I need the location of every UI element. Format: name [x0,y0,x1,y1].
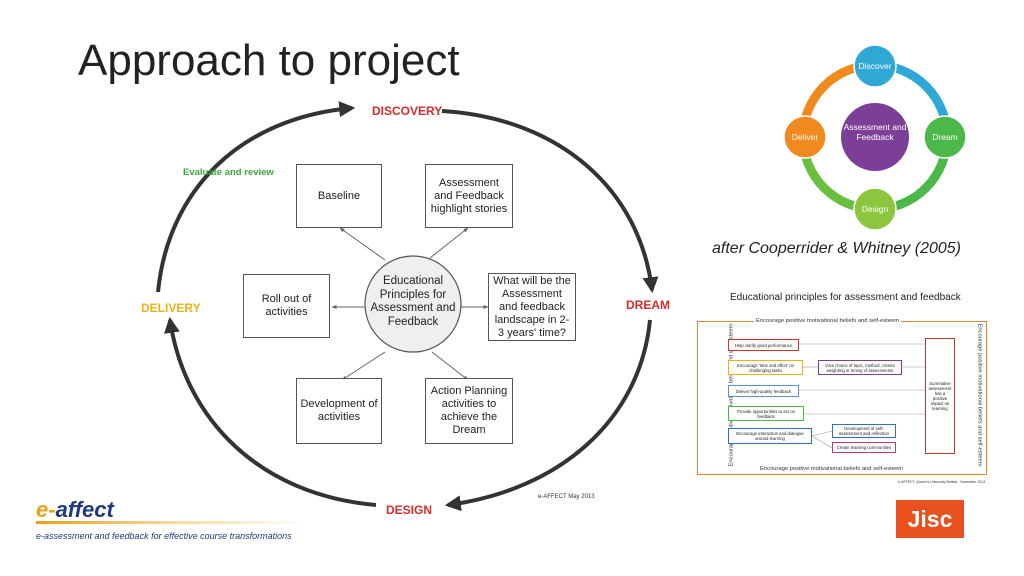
cycle-footer: e-AFFECT May 2013 [538,494,595,500]
center-principles-label: Educational Principles for Assessment an… [370,275,456,328]
eaffect-logo: e-affect [36,497,114,523]
arc-dream-to-design [444,319,652,512]
eaffect-logo-e: e- [36,497,56,522]
phase-dream: DREAM [626,298,670,312]
ring-dream-label: Dream [932,132,958,142]
connector-baseline [339,227,386,261]
principle-act-on: Provide opportunities to act on feedback [728,406,804,421]
ring-node-discover [853,44,897,88]
citation: after Cooperrider & Whitney (2005) [712,240,961,257]
box-rollout: Roll out of activities [243,274,330,338]
arc-discovery-to-dream [441,109,659,294]
phase-design: DESIGN [386,503,433,517]
jisc-logo: Jisc [896,500,964,538]
ring-center-label: Assessment and Feedback [843,122,907,142]
connector-development [341,351,386,381]
principle-clarify: Help clarify good performance [728,339,799,351]
eaffect-underline [36,521,306,524]
principles-band-top: Encourage positive motivational beliefs … [754,318,902,324]
arc-delivery-to-discovery [156,101,356,293]
arc-design-to-delivery [163,316,377,507]
principle-summative: Summative assessment has a positive impa… [925,338,955,454]
ring-design-label: Design [861,204,889,214]
ring-node-design [853,187,897,230]
evaluate-review-label: Evaluate and review [183,167,274,178]
eaffect-tagline: e-assessment and feedback for effective … [36,531,292,541]
box-highlight-stories: Assessment and Feedback highlight storie… [425,164,513,228]
box-landscape: What will be the Assessment and feedback… [488,273,576,341]
ring-deliver-label: Deliver [791,132,819,142]
box-baseline: Baseline [296,164,382,228]
ring-node-deliver [783,115,827,159]
eaffect-logo-text: affect [55,497,114,522]
principles-band-bottom: Encourage positive motivational beliefs … [758,466,906,472]
ring-discover-label: Discover [858,61,892,71]
ring-node-dream [923,115,967,159]
principles-title: Educational principles for assessment an… [730,292,961,303]
slide-title: Approach to project [78,36,460,85]
principle-time-effort: Encourage 'time and effort' on challengi… [728,360,803,375]
phase-discovery: DISCOVERY [372,104,443,118]
principle-interaction: Encourage interaction and dialogue aroun… [728,428,812,444]
box-development: Development of activities [296,378,382,444]
box-action-planning: Action Planning activities to achieve th… [425,378,513,444]
principle-high-quality: Deliver high-quality feedback [728,385,799,397]
phase-delivery: DELIVERY [141,301,201,315]
principle-communities: Create learning communities [832,442,896,453]
principle-choice: Give choice of topic, method, criteria w… [818,360,902,375]
principle-self-assessment: Development of self-assessment and refle… [832,424,896,438]
center-circle [364,255,462,353]
principles-caption: e-AFFECT, Queen's University Belfast - N… [898,480,986,484]
ring-center-node [841,103,909,171]
ring-diagram [783,44,967,230]
connector-action [431,351,469,381]
connector-highlight [429,227,469,259]
